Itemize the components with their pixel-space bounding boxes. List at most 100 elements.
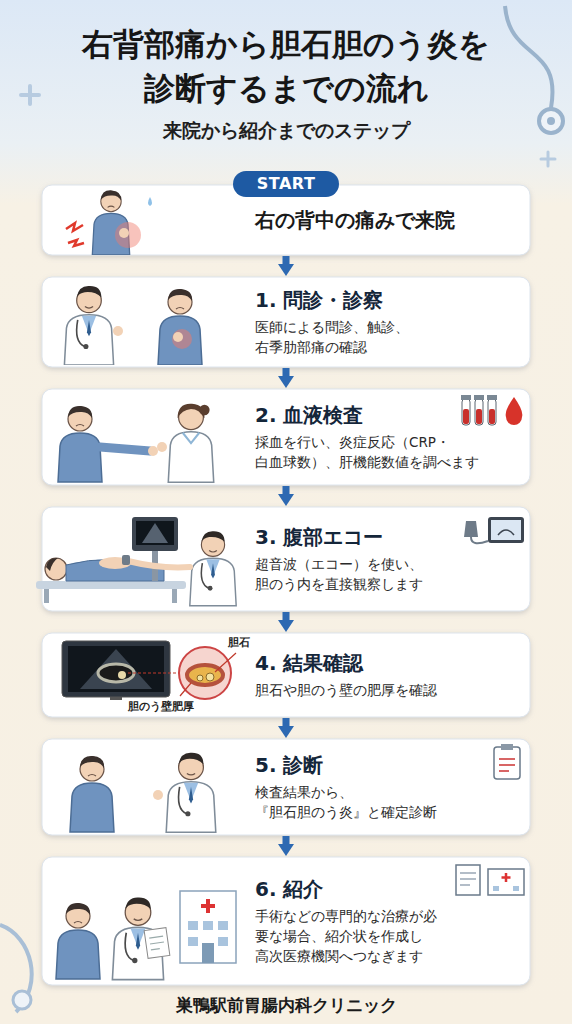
blood-test-illustration: [100, 447, 150, 451]
blood-test-illustration: [58, 395, 522, 482]
ultrasound-illustration: [122, 555, 130, 565]
ultrasound-result-illustration: [68, 646, 164, 692]
probe-monitor-icon: [464, 521, 478, 537]
referral-illustration: [56, 865, 524, 980]
callout-label: 胆のう壁肥厚: [128, 700, 194, 714]
referral-illustration: [144, 928, 170, 959]
step-heading: 4. 結果確認: [255, 650, 516, 676]
ultrasound-result-illustration: [62, 641, 170, 697]
box-outline: [42, 389, 530, 485]
plus-decoration: [21, 86, 39, 104]
ultrasound-illustration: [142, 523, 168, 543]
step-box: 2. 血液検査採血を行い、炎症反応（CRP・ 白血球数）、肝機能数値を調べます: [42, 389, 530, 485]
blood-test-illustration: [148, 446, 158, 456]
title: 右背部痛から胆石胆のう炎を 診断するまでの流れ: [66, 22, 506, 110]
ultrasound-result-illustration: [197, 675, 203, 681]
letter-hospital-icon: [460, 873, 476, 885]
blood-tube-icon: [474, 395, 484, 400]
consultation-illustration: [113, 326, 123, 336]
leader-line: [180, 683, 191, 696]
blood-tube-icon: [506, 397, 523, 425]
box-outline: [42, 277, 530, 367]
flow-arrow: [283, 256, 290, 264]
step-heading: 3. 腹部エコー: [255, 524, 516, 550]
ultrasound-illustration: [46, 558, 58, 571]
start-label: START: [257, 174, 316, 194]
referral-illustration: [218, 921, 228, 930]
clipboard-icon: [501, 744, 513, 750]
step-description: 超音波（エコー）を使い、 胆のう内を直接観察します: [255, 554, 487, 594]
flow-arrow: [283, 486, 290, 494]
diagnosis-illustration: [166, 753, 216, 833]
flow-arrow: [283, 368, 290, 376]
ultrasound-illustration: [36, 517, 524, 606]
referral-illustration: [202, 943, 214, 963]
step-box: 1. 問診・診察医師による問診、触診、 右季肋部痛の確認: [42, 277, 530, 367]
step-heading: 1. 問診・診察: [255, 287, 516, 313]
letter-hospital-icon: [488, 869, 524, 895]
consultation-illustration: [64, 286, 113, 365]
ultrasound-illustration: [190, 531, 236, 606]
referral-illustration: [218, 937, 228, 946]
probe-monitor-icon: [471, 537, 488, 543]
letter-hospital-icon: [493, 886, 499, 891]
ultrasound-illustration: [172, 589, 177, 603]
probe-monitor-icon: [498, 530, 514, 535]
stethoscope-decoration: [505, 6, 553, 108]
probe-monitor-icon: [488, 517, 524, 543]
ultrasound-result-illustration: [80, 649, 152, 689]
box-outline: [42, 507, 530, 611]
ultrasound-result-illustration: [118, 671, 126, 679]
flow-arrow: [283, 612, 290, 620]
ultrasound-result-illustration: [187, 665, 223, 685]
blood-test-illustration: [58, 406, 102, 482]
blood-tube-icon: [489, 409, 495, 424]
referral-illustration: [144, 928, 170, 959]
blood-tube-icon: [463, 409, 469, 424]
ultrasound-illustration: [132, 517, 178, 551]
referral-illustration: [149, 936, 165, 950]
plus-decoration: [541, 152, 555, 166]
step-description: 検査結果から、 『胆石胆のう炎』と確定診断: [255, 782, 455, 822]
ultrasound-result-illustration: [179, 647, 231, 699]
flow-arrow: [283, 718, 290, 726]
box-outline: [42, 857, 530, 985]
referral-illustration: [201, 899, 215, 913]
ultrasound-illustration: [128, 561, 190, 567]
blood-test-illustration: [168, 404, 213, 483]
box-outline: [42, 739, 530, 835]
ultrasound-illustration: [45, 558, 67, 580]
ultrasound-result-illustration: [206, 673, 214, 681]
back-pain-illustration: [68, 240, 84, 246]
referral-illustration: [180, 891, 236, 963]
stethoscope-decoration: [0, 6, 563, 1012]
blood-tube-icon: [488, 399, 496, 425]
stethoscope-decoration: [547, 117, 555, 125]
step-heading: 5. 診断: [255, 752, 516, 778]
step-description: 胆石や胆のう壁の肥厚を確認: [255, 680, 487, 700]
footer-text: 巣鴨駅前胃腸内科クリニック: [0, 994, 572, 1016]
leader-line: [215, 653, 236, 672]
back-pain-illustration: [148, 197, 152, 206]
step-description: 医師による問診、触診、 右季肋部痛の確認: [255, 317, 487, 357]
step-description: 手術などの専門的な治療が必 要な場合、紹介状を作成し 高次医療機関へつなぎます: [255, 906, 487, 966]
flow-arrow: [283, 836, 290, 844]
letter-hospital-icon: [513, 886, 519, 891]
ultrasound-result-illustration: [128, 672, 179, 673]
diagnosis-illustration: [70, 756, 114, 832]
stethoscope-decoration: [0, 925, 32, 1012]
start-badge: START: [233, 171, 340, 197]
step-heading: 6. 紹介: [255, 876, 516, 902]
callout-label: 胆石: [228, 636, 250, 650]
back-pain-illustration: [119, 228, 129, 238]
referral-illustration: [56, 903, 100, 979]
back-pain-illustration: [66, 190, 152, 255]
letter-hospital-icon: [456, 865, 480, 895]
process-box: 右の背中の痛みで来院: [42, 185, 530, 255]
step-box: 5. 診断検査結果から、 『胆石胆のう炎』と確定診断: [42, 739, 530, 835]
consultation-illustration: [172, 329, 192, 349]
